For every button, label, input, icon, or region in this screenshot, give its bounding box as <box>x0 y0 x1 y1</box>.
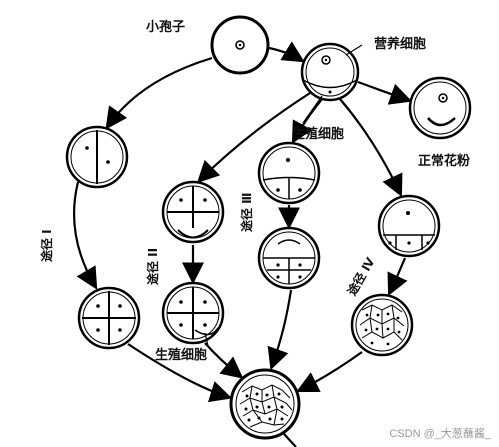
embryoid-mass <box>229 368 301 440</box>
label-pathway-3: 途径 Ⅲ <box>240 192 254 232</box>
label-pathway-2: 途径 II <box>146 247 160 285</box>
label-microspore: 小孢子 <box>146 20 186 35</box>
arrow-embryoid-down <box>283 433 297 447</box>
pathway4-cell-top <box>377 194 441 258</box>
arrow-binucleate-to-normal-pollen <box>357 80 413 105</box>
pathway3-cell-bottom <box>257 226 321 290</box>
arrow-microspore-to-binucleate <box>268 41 305 63</box>
pathway1-four-cell <box>77 286 141 350</box>
pathway3-cell-top <box>257 141 321 205</box>
arrow-pathway4-to-embryoid <box>296 351 363 392</box>
label-generative-cell-top: 生殖细胞 <box>292 127 345 142</box>
watermark: CSDN @_大葱蘸酱_ <box>389 428 491 440</box>
label-normal-pollen: 正常花粉 <box>418 154 471 169</box>
leader-lines <box>204 44 363 347</box>
pathway2-cell-top <box>161 180 225 244</box>
pathway1-two-cell <box>65 125 129 189</box>
binucleate-cell <box>300 42 360 102</box>
label-vegetative-cell: 营养细胞 <box>374 37 427 52</box>
arrow-pathway3-to-embryoid <box>267 289 293 371</box>
arrow-pathway4-down <box>387 257 408 296</box>
arrow-binucleate-to-pathway4 <box>339 98 403 197</box>
pathway2-cell-bottom <box>161 281 225 345</box>
label-generative-cell-bottom: 生殖细胞 <box>155 348 208 363</box>
arrow-pathway2-to-embryoid <box>204 342 244 379</box>
label-pathway-1: 途径 I <box>40 229 54 262</box>
arrow-pathway1-down <box>73 181 98 290</box>
microspore-cell <box>210 15 270 75</box>
arrow-pathway1-to-embryoid <box>127 343 233 403</box>
arrows <box>73 41 413 447</box>
arrow-binucleate-to-pathway3 <box>291 98 323 144</box>
normal-pollen-cell <box>408 76 472 140</box>
arrow-binucleate-to-pathway2 <box>196 92 311 184</box>
arrow-microspore-to-pathway1 <box>105 56 213 130</box>
pathway4-multicellular <box>350 293 414 357</box>
